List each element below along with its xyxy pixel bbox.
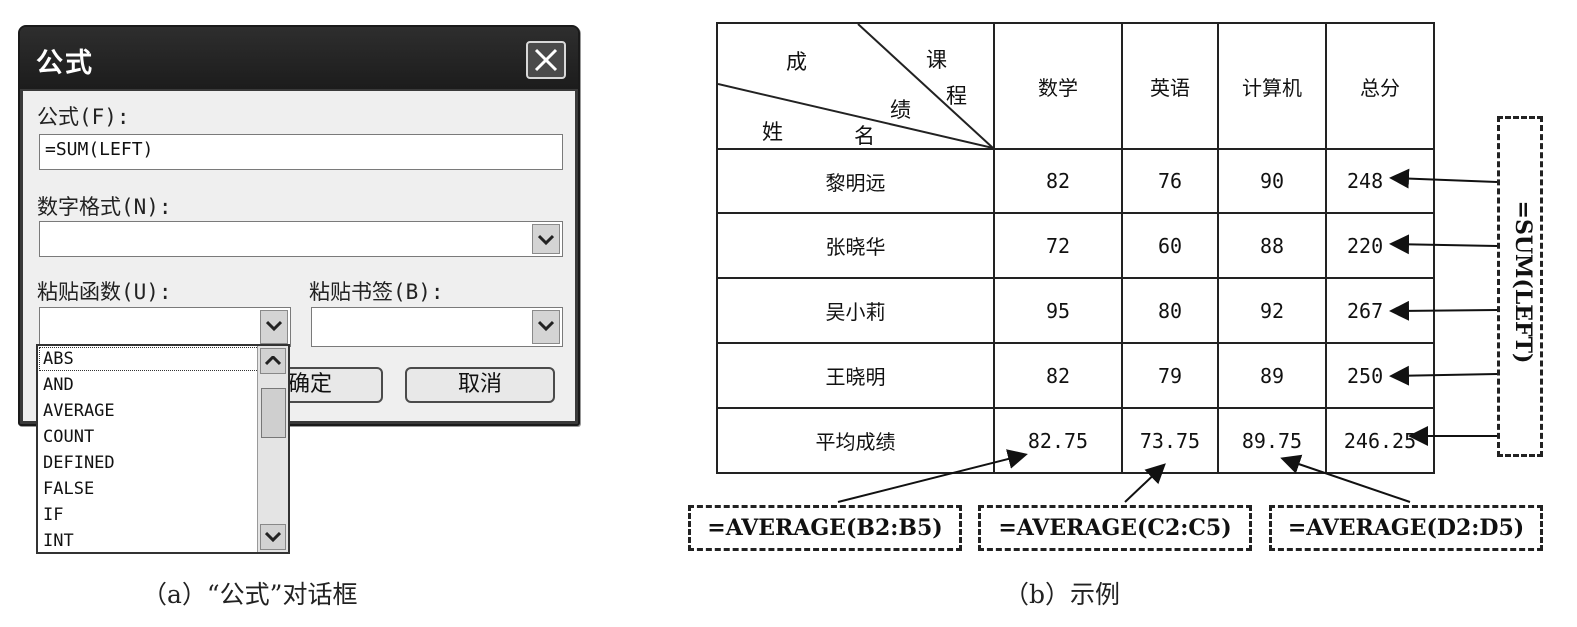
- row-name: 黎明远: [716, 148, 995, 214]
- table-row: 王晓明 82 79 89 250: [716, 342, 1435, 409]
- number-format-select[interactable]: [39, 221, 563, 257]
- cell-math: 72: [993, 212, 1123, 279]
- cell-total: 220: [1325, 212, 1435, 279]
- chevron-down-icon: [538, 234, 554, 246]
- chevron-down-icon: [265, 532, 281, 542]
- chevron-down-icon: [266, 320, 282, 332]
- header-computer: 计算机: [1217, 22, 1327, 150]
- average-d-annotation: =AVERAGE(D2:D5): [1269, 505, 1543, 551]
- cell-total: 248: [1325, 148, 1435, 214]
- cell-english: 73.75: [1121, 407, 1219, 474]
- score-table: 成 课 程 绩 姓 名 数学 英语 计算机 总分 黎明远 82 76 90 24…: [716, 22, 1435, 474]
- cell-math: 82: [993, 148, 1123, 214]
- listbox-scrollbar[interactable]: [257, 346, 288, 552]
- corner-course: 课: [926, 48, 947, 72]
- corner-score2: 绩: [890, 98, 911, 122]
- cancel-button-label: 取消: [457, 372, 502, 397]
- table-row-average: 平均成绩 82.75 73.75 89.75 246.25: [716, 407, 1435, 474]
- cell-computer: 89: [1217, 342, 1327, 409]
- cell-computer: 89.75: [1217, 407, 1327, 474]
- list-item[interactable]: ABS: [38, 346, 288, 372]
- cell-english: 60: [1121, 212, 1219, 279]
- row-name: 王晓明: [716, 342, 995, 409]
- corner-course2: 程: [946, 84, 967, 108]
- corner-score: 成: [786, 50, 807, 74]
- dialog-titlebar[interactable]: 公式: [20, 27, 578, 89]
- table-row: 黎明远 82 76 90 248: [716, 148, 1435, 214]
- chevron-up-icon: [265, 356, 281, 366]
- corner-name: 姓: [762, 120, 783, 144]
- cell-computer: 90: [1217, 148, 1327, 214]
- number-format-dropdown-button[interactable]: [532, 224, 560, 254]
- average-b-annotation: =AVERAGE(B2:B5): [688, 505, 962, 551]
- corner-name2: 名: [854, 124, 875, 148]
- caption-b: （b）示例: [1004, 580, 1121, 609]
- formula-label: 公式(F):: [37, 105, 130, 129]
- cell-english: 80: [1121, 277, 1219, 344]
- list-item[interactable]: DEFINED: [43, 453, 115, 473]
- average-c-annotation: =AVERAGE(C2:C5): [978, 505, 1252, 551]
- cell-english: 79: [1121, 342, 1219, 409]
- cell-math: 95: [993, 277, 1123, 344]
- cell-computer: 92: [1217, 277, 1327, 344]
- scroll-thumb[interactable]: [261, 388, 286, 438]
- sum-arrows: [1389, 168, 1498, 446]
- list-item[interactable]: AND: [43, 375, 74, 395]
- cell-english: 76: [1121, 148, 1219, 214]
- row-name: 吴小莉: [716, 277, 995, 344]
- row-name: 平均成绩: [716, 407, 995, 474]
- table-row: 张晓华 72 60 88 220: [716, 212, 1435, 279]
- cancel-button[interactable]: 取消: [405, 367, 555, 403]
- scroll-up-button[interactable]: [260, 348, 286, 374]
- number-format-label: 数字格式(N):: [37, 195, 172, 219]
- list-item[interactable]: COUNT: [43, 427, 95, 447]
- close-icon: [534, 48, 558, 72]
- scroll-down-button[interactable]: [260, 524, 286, 550]
- list-item[interactable]: INT: [43, 531, 74, 551]
- list-item[interactable]: FALSE: [43, 479, 95, 499]
- paste-function-label: 粘贴函数(U):: [37, 280, 172, 304]
- table-header-row: 成 课 程 绩 姓 名 数学 英语 计算机 总分: [716, 22, 1435, 150]
- paste-function-dropdown-button[interactable]: [260, 310, 288, 344]
- paste-bookmark-label: 粘贴书签(B):: [309, 280, 444, 304]
- header-math: 数学: [993, 22, 1123, 150]
- sum-left-annotation: =SUM(LEFT): [1497, 116, 1543, 457]
- header-english: 英语: [1121, 22, 1219, 150]
- list-item[interactable]: IF: [43, 505, 64, 525]
- table-row: 吴小莉 95 80 92 267: [716, 277, 1435, 344]
- chevron-down-icon: [538, 320, 554, 332]
- list-item[interactable]: AVERAGE: [43, 401, 115, 421]
- paste-bookmark-select[interactable]: [311, 307, 563, 347]
- row-name: 张晓华: [716, 212, 995, 279]
- cell-math: 82: [993, 342, 1123, 409]
- close-button[interactable]: [526, 41, 566, 79]
- paste-bookmark-dropdown-button[interactable]: [532, 310, 560, 344]
- dialog-title: 公式: [36, 48, 94, 79]
- average-arrows: [837, 449, 1411, 503]
- cell-computer: 88: [1217, 212, 1327, 279]
- corner-header-cell: 成 课 程 绩 姓 名: [716, 22, 995, 150]
- diagonal-lines: [718, 24, 993, 148]
- formula-input-value: =SUM(LEFT): [45, 139, 154, 160]
- ok-button-label: 确定: [288, 372, 333, 397]
- paste-function-select[interactable]: [39, 307, 291, 347]
- formula-input[interactable]: =SUM(LEFT): [39, 134, 563, 170]
- caption-a: （a）“公式”对话框: [142, 580, 358, 609]
- function-listbox[interactable]: ABS AND AVERAGE COUNT DEFINED FALSE IF I…: [36, 344, 290, 554]
- header-total: 总分: [1325, 22, 1435, 150]
